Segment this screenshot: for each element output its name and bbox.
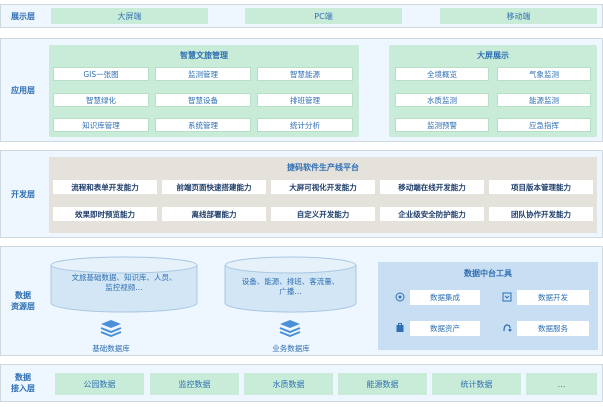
dev-platform-title: 捷码软件生产线平台	[287, 163, 359, 172]
tool-item-integration: 数据集成	[410, 290, 480, 305]
tool-item-assets: 数据资产	[410, 321, 480, 336]
business-db-cylinder	[224, 256, 357, 313]
data-access-layer-label: 数据 接入层	[1, 365, 45, 401]
app-item: 监测管理	[155, 67, 251, 81]
data-resource-label-line1: 数据	[15, 291, 31, 300]
app-group-big-screen: 大屏展示 全境概览 气象监测 水质监测 能源监测 监测预警 应急指挥	[389, 45, 597, 137]
dev-capability: 移动端在线开发能力	[380, 180, 484, 194]
display-item-pc: PC端	[245, 8, 402, 24]
data-access-layer: 数据 接入层 公园数据 监控数据 水质数据 能源数据 统计数据 …	[0, 364, 603, 402]
service-icon	[503, 324, 512, 332]
data-access-label-line1: 数据	[15, 373, 31, 382]
tool-item-service: 数据服务	[517, 321, 589, 336]
basic-db-label: 基础数据库	[92, 344, 130, 353]
app-item: 水质监测	[395, 93, 489, 107]
access-item: 监控数据	[150, 373, 239, 395]
dev-capability: 流程和表单开发能力	[53, 180, 157, 194]
app-item: 监测预警	[395, 118, 489, 132]
app-group-smart-tourism: 智慧文旅管理 GIS一张图 监测管理 智慧能源 智慧绿化 智慧设备 排班管理 知…	[49, 45, 359, 137]
access-item: 统计数据	[432, 373, 521, 395]
database-stack-icon	[279, 320, 301, 337]
display-layer: 展示层 大屏端 PC端 移动端	[0, 4, 603, 28]
data-tools-title: 数据中台工具	[464, 269, 512, 278]
business-db-text-line1: 设备、能源、排班、客流量、	[241, 277, 340, 286]
assets-icon	[396, 323, 404, 332]
development-layer: 开发层 捷码软件生产线平台 流程和表单开发能力 前端页面快速搭建能力 大屏可视化…	[0, 150, 603, 238]
dev-capability: 自定义开发能力	[271, 207, 375, 221]
data-resource-layer-label: 数据 资源层	[1, 247, 45, 355]
basic-db-text-line1: 文旅基础数据、知识库、人员、	[71, 273, 177, 282]
data-resource-layer: 数据 资源层 文旅基础数据、知识库、人员、 监控视频… 基础数据库 设备、能源、…	[0, 246, 603, 356]
development-layer-label: 开发层	[11, 189, 35, 199]
basic-db-description: 文旅基础数据、知识库、人员、 监控视频…	[49, 273, 199, 293]
app-group-title: 大屏展示	[477, 51, 509, 60]
app-item: 智慧能源	[257, 67, 353, 81]
data-resource-label-line2: 资源层	[11, 302, 35, 311]
app-item: GIS一张图	[53, 67, 149, 81]
app-item: 能源监测	[497, 93, 591, 107]
development-icon	[502, 292, 512, 302]
business-db-text-line2: 广播…	[279, 287, 302, 296]
app-group-title: 智慧文旅管理	[180, 51, 228, 60]
app-item: 排班管理	[257, 93, 353, 107]
app-item: 智慧设备	[155, 93, 251, 107]
dev-capability: 大屏可视化开发能力	[271, 180, 375, 194]
dev-capability: 团队协作开发能力	[489, 207, 593, 221]
app-item: 统计分析	[257, 118, 353, 132]
display-layer-label: 展示层	[11, 11, 35, 21]
application-layer: 应用层 智慧文旅管理 GIS一张图 监测管理 智慧能源 智慧绿化 智慧设备 排班…	[0, 38, 603, 142]
app-item: 智慧绿化	[53, 93, 149, 107]
display-item-big-screen: 大屏端	[51, 8, 208, 24]
dev-capability: 离线部署能力	[162, 207, 266, 221]
data-tools-panel: 数据中台工具 数据集成 数据开发 数据资产 数据服务	[378, 262, 598, 350]
app-item: 系统管理	[155, 118, 251, 132]
app-item: 应急指挥	[497, 118, 591, 132]
app-item: 全境概览	[395, 67, 489, 81]
basic-db-cylinder	[50, 256, 198, 313]
database-stack-icon	[100, 320, 122, 337]
dev-capability: 企业级安全防护能力	[380, 207, 484, 221]
business-db-description: 设备、能源、排班、客流量、 广播…	[223, 277, 358, 297]
display-item-mobile: 移动端	[440, 8, 597, 24]
data-access-label-line2: 接入层	[11, 384, 35, 393]
application-layer-label: 应用层	[11, 85, 35, 95]
dev-platform-panel: 捷码软件生产线平台 流程和表单开发能力 前端页面快速搭建能力 大屏可视化开发能力…	[49, 157, 597, 233]
dev-capability: 项目版本管理能力	[489, 180, 593, 194]
access-item: 水质数据	[244, 373, 333, 395]
basic-db-text-line2: 监控视频…	[105, 283, 143, 292]
app-item: 气象监测	[497, 67, 591, 81]
access-item: …	[526, 373, 597, 395]
access-item: 公园数据	[55, 373, 144, 395]
integration-icon	[395, 292, 405, 302]
dev-capability: 前端页面快速搭建能力	[162, 180, 266, 194]
dev-capability: 效果即时预览能力	[53, 207, 157, 221]
tool-item-development: 数据开发	[517, 290, 589, 305]
access-item: 能源数据	[338, 373, 427, 395]
app-item: 知识库管理	[53, 118, 149, 132]
business-db-label: 业务数据库	[272, 344, 310, 353]
